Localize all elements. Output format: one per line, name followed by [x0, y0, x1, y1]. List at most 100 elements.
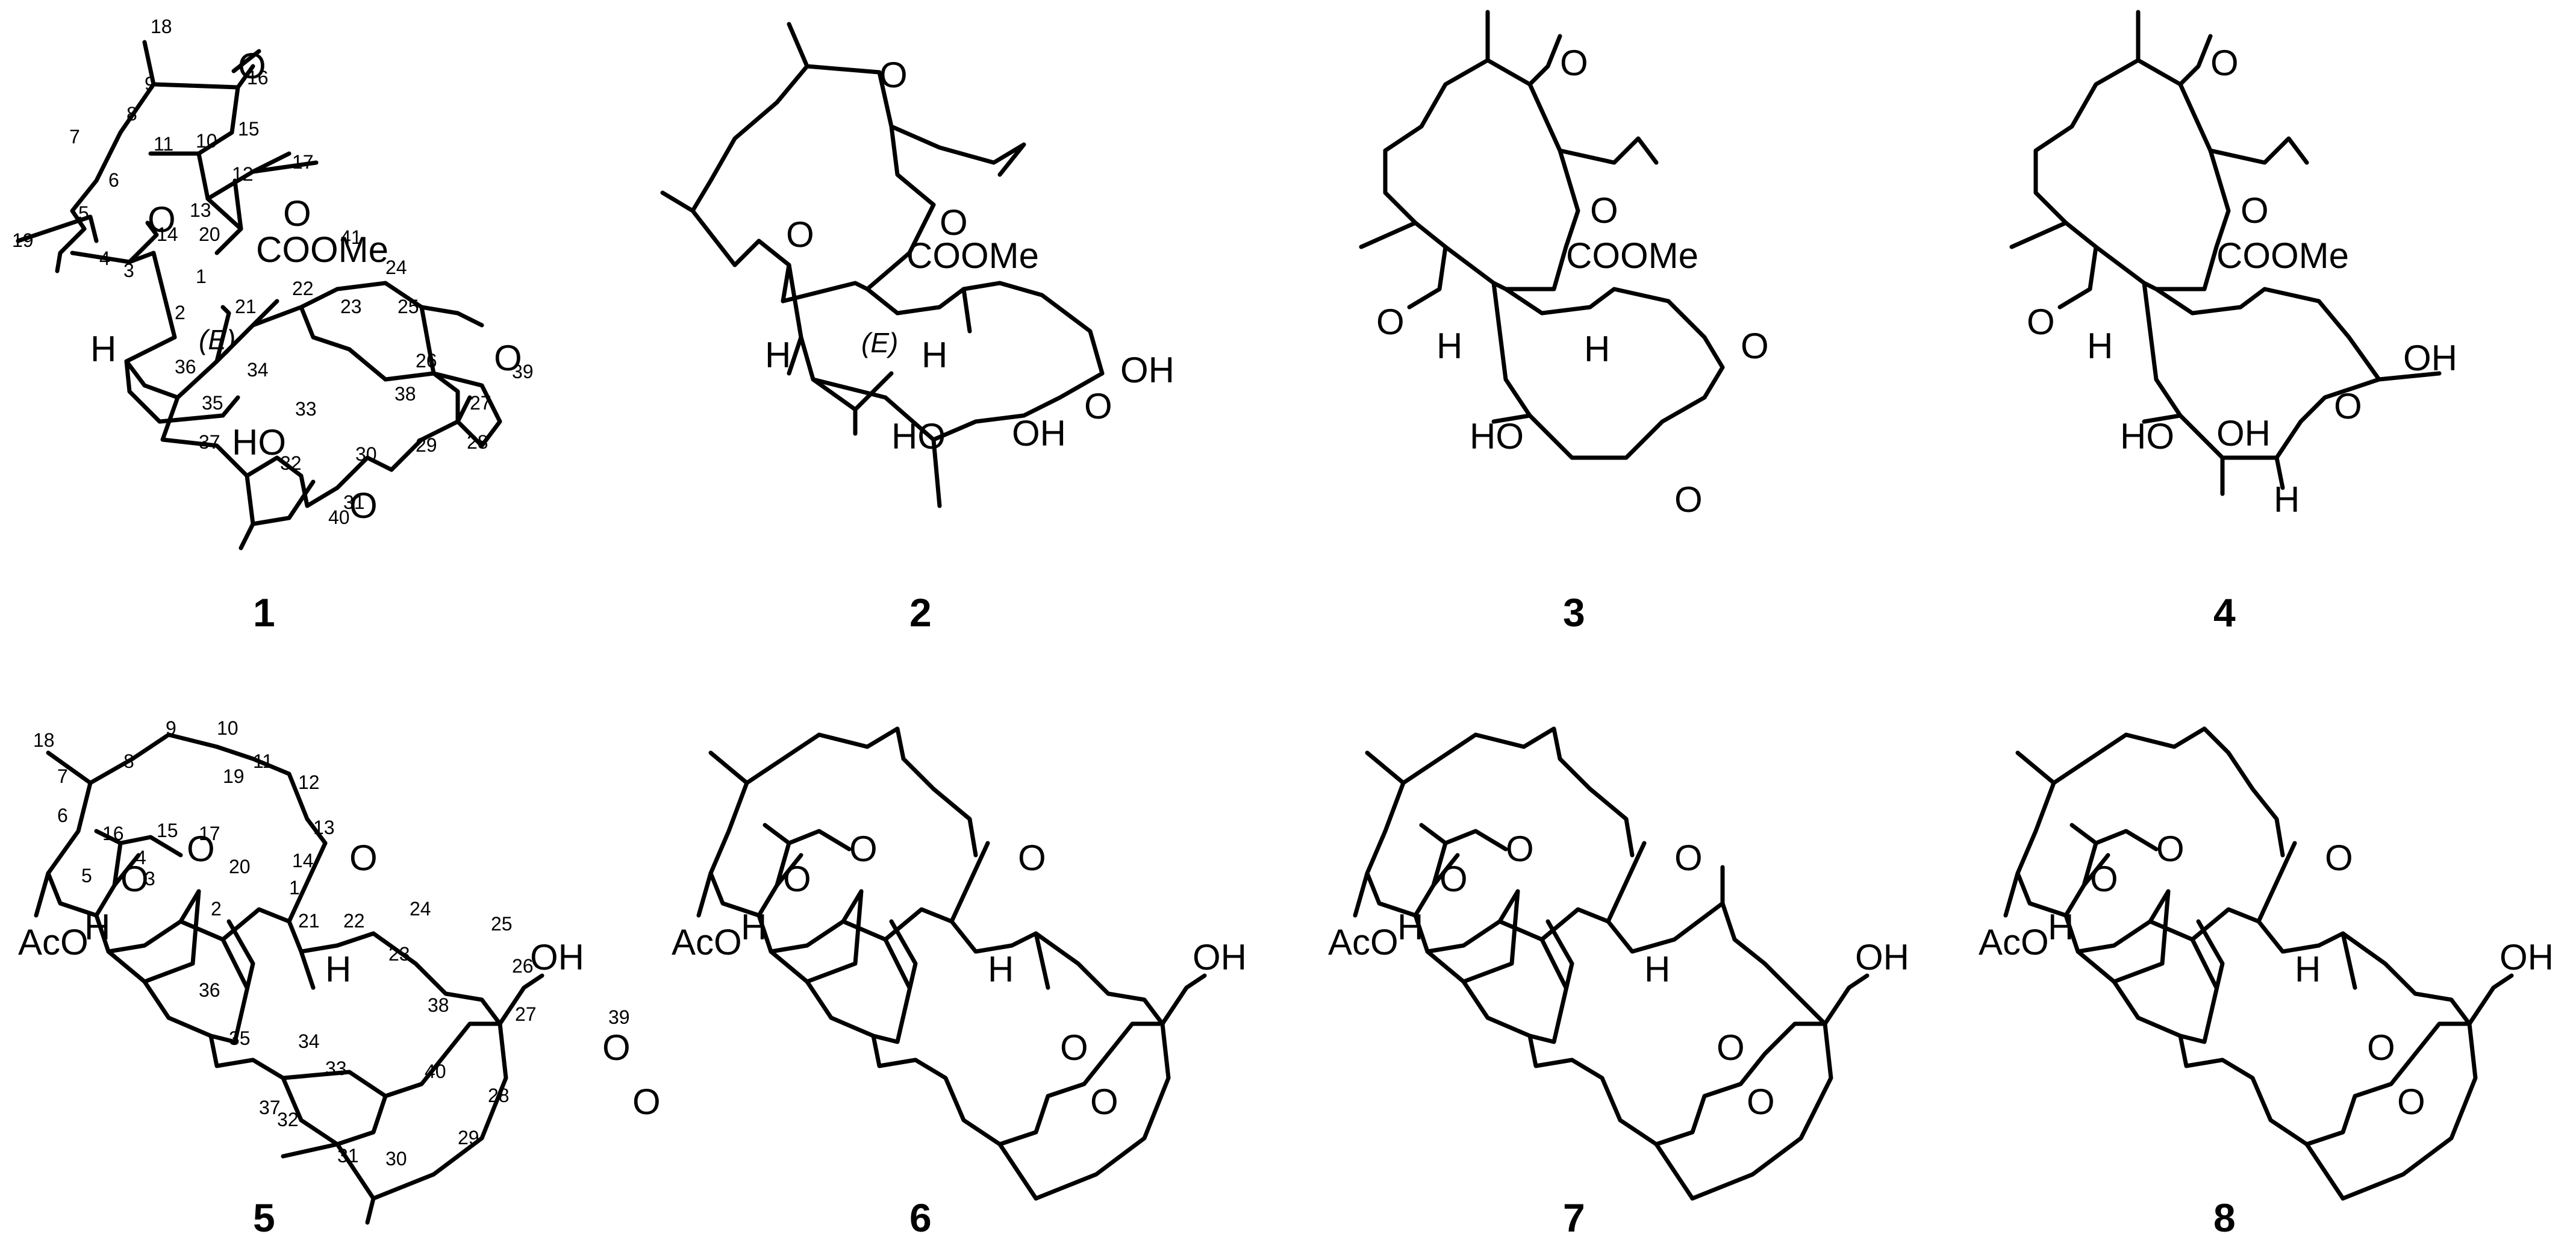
atom-number: 9: [145, 73, 155, 95]
atom-label: O: [940, 202, 968, 243]
atom-label: O: [1741, 326, 1769, 366]
structure-4-bonds: [2009, 10, 2442, 496]
atom-label: OH: [2403, 338, 2457, 378]
atom-label: OH: [1193, 937, 1247, 977]
structure-2-bonds: [660, 22, 1105, 508]
atom-label: H: [2087, 326, 2113, 366]
atom-number: 38: [428, 994, 449, 1016]
atom-label: O: [187, 829, 215, 869]
atom-label: O: [2334, 386, 2362, 426]
atom-label: O: [2156, 829, 2185, 869]
atom-number: 19: [12, 229, 34, 251]
structure-5: AcO O O O H H OH O O 1 2 3 4 5 6 7 8 9 1…: [18, 717, 661, 1240]
atom-label: O: [783, 859, 811, 899]
atom-label: O: [2325, 838, 2353, 878]
compound-number: 2: [909, 590, 932, 635]
atom-label: H: [765, 335, 791, 375]
geometry-label: (E): [199, 324, 235, 355]
atom-number: 33: [325, 1058, 347, 1079]
atom-number: 35: [229, 1027, 251, 1049]
compound-number: 5: [253, 1195, 275, 1240]
atom-number: 23: [340, 296, 362, 317]
atom-label: O: [1060, 1027, 1088, 1068]
atom-number: 41: [340, 226, 362, 248]
atom-label: COOMe: [256, 229, 388, 270]
atom-label: COOMe: [906, 235, 1039, 276]
atom-number: 18: [151, 16, 172, 37]
atom-numbering-1: 1 2 3 4 5 6 7 8 9 10 11 12 13 14 15 16 1…: [12, 16, 534, 528]
compound-number: 6: [909, 1195, 932, 1240]
atom-number: 17: [199, 823, 220, 844]
atom-number: 6: [108, 169, 119, 191]
atom-number: 1: [196, 266, 207, 287]
atom-label: AcO: [1328, 922, 1399, 962]
atom-number: 32: [280, 452, 302, 474]
atom-number: 30: [355, 443, 377, 465]
atom-label: H: [2295, 949, 2321, 989]
atom-number: 37: [199, 431, 220, 453]
atom-label: O: [2241, 190, 2269, 231]
atom-number: 2: [211, 898, 222, 920]
atom-label: O: [349, 485, 378, 526]
structure-3-bonds: [1359, 10, 1725, 460]
atom-label: H: [2048, 907, 2074, 947]
atom-label: O: [2367, 1027, 2395, 1068]
compound-number: 7: [1563, 1195, 1585, 1240]
structure-6-bonds: [696, 726, 1207, 1201]
atom-number: 15: [238, 118, 260, 140]
atom-number: 32: [277, 1109, 299, 1130]
atom-number: 12: [298, 771, 320, 793]
atom-number: 40: [328, 506, 350, 528]
atom-label: O: [1717, 1027, 1745, 1068]
atom-label: HO: [2120, 416, 2174, 456]
atom-number: 30: [385, 1148, 407, 1170]
atom-number: 26: [512, 955, 534, 977]
structure-7: AcO O O O H H OH O O 7: [1328, 726, 1909, 1240]
atom-label: H: [84, 907, 110, 947]
atom-label: O: [2090, 859, 2118, 899]
atom-number: 2: [175, 302, 186, 323]
atom-label: OH: [2500, 937, 2554, 977]
atom-number: 8: [126, 103, 137, 125]
atom-label: AcO: [1979, 922, 2049, 962]
atom-label: O: [494, 338, 522, 378]
compound-number: 3: [1563, 590, 1585, 635]
atom-label: HO: [232, 422, 286, 463]
atom-label: O: [1090, 1082, 1118, 1122]
atom-number: 1: [289, 877, 300, 899]
atom-label: O: [1506, 829, 1534, 869]
atom-number: 29: [416, 434, 437, 456]
atom-number: 5: [78, 202, 89, 224]
atom-number: 23: [388, 943, 410, 965]
atom-number: 11: [253, 750, 273, 772]
atom-label: O: [632, 1082, 661, 1122]
atom-number: 28: [467, 431, 488, 453]
atom-label: O: [1674, 479, 1703, 520]
atom-number: 12: [232, 163, 254, 185]
atom-number: 5: [81, 865, 92, 886]
atom-label: OH: [1012, 413, 1066, 453]
atom-label: O: [786, 214, 814, 255]
atom-number: 38: [395, 383, 416, 405]
atom-label: O: [1084, 386, 1112, 426]
atom-number: 28: [488, 1085, 510, 1106]
structure-4: O O O COOMe H OH O HO OH H 4: [2009, 10, 2457, 635]
atom-number: 31: [343, 491, 365, 513]
atom-label: OH: [2216, 413, 2271, 453]
atom-number: 8: [123, 750, 134, 772]
atom-number: 20: [229, 856, 251, 877]
atom-numbering-5: 1 2 3 4 5 6 7 8 9 10 11 12 13 14 15 16 1…: [33, 717, 630, 1170]
atom-number: 36: [175, 356, 196, 378]
atom-number: 36: [199, 979, 220, 1001]
atom-number: 35: [202, 392, 223, 414]
structure-8: AcO O O O H H OH O O 8: [1979, 726, 2554, 1240]
compound-number: 4: [2213, 590, 2236, 635]
atom-number: 27: [470, 392, 491, 414]
structure-1: H (E) O O O COOMe HO O O 1 2 3 4 5 6 7 8…: [12, 16, 534, 635]
atom-number: 13: [313, 817, 335, 838]
structure-1-bonds: [16, 40, 502, 550]
atom-number: 4: [136, 847, 146, 868]
atom-number: 20: [199, 223, 220, 245]
atom-label: O: [1590, 190, 1618, 231]
